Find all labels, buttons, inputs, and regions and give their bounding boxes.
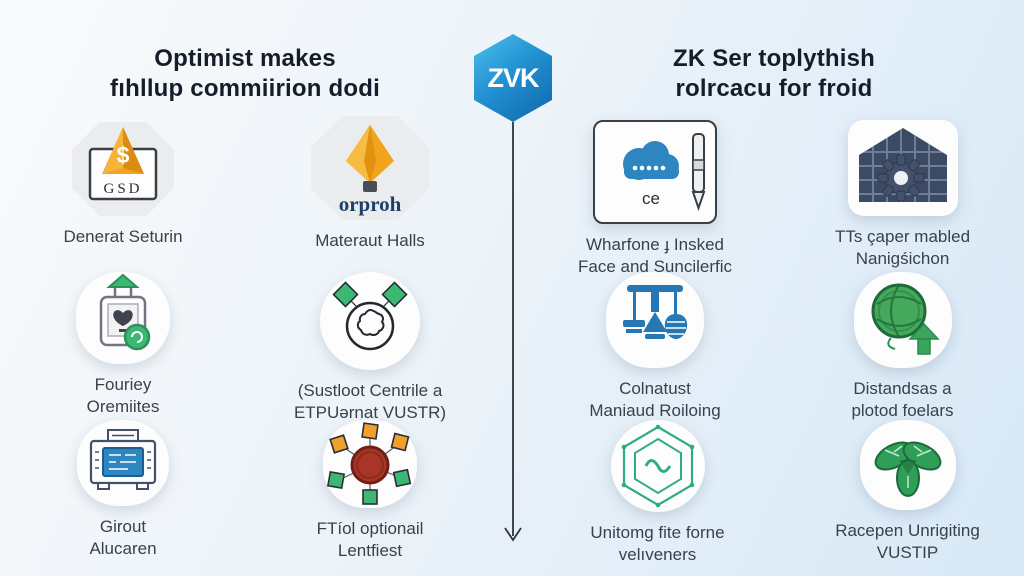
zk-hexagon-badge: ZVK: [474, 34, 552, 122]
feature-label: Racepen Unrigiting VUSTIP: [835, 521, 980, 563]
globe-arrow-icon: [853, 272, 952, 368]
feature-label: Materaut Halls: [315, 231, 425, 250]
feature-label: TTs çaper mabled Nanigśichon: [834, 227, 971, 269]
feature-card-denerat: $ GSD Denerat Seturin: [38, 122, 208, 248]
feature-label: Distandsas a plotod foelars: [851, 379, 954, 421]
house-gear-icon: [847, 120, 958, 216]
feature-label: Colnatust Maniaud Roiloing: [589, 379, 721, 421]
down-arrow-icon: [504, 122, 522, 542]
cloud-password-icon: ce: [593, 120, 717, 224]
feature-card-distandsas: Distandsas a plotod foelars: [815, 272, 990, 422]
left-section-title: Optimist makes fıhllup commiirion dodi: [110, 45, 380, 103]
balance-scale-icon: [606, 272, 704, 368]
feature-card-racepen: Racepen Unrigiting VUSTIP: [815, 420, 1000, 564]
pen-icon: [691, 133, 706, 212]
sealed-package-icon: [76, 272, 170, 364]
svg-text:$: $: [117, 142, 130, 168]
feature-label: Fouriey Oremiites: [86, 375, 160, 417]
feature-card-wharfone: ce Wharfone ɟ Insked Face and Suncilerfi…: [560, 120, 750, 278]
terminal-device-icon: [77, 420, 169, 506]
feature-card-girout: Girout Alucaren: [38, 420, 208, 560]
feature-label: (Sustloot Centrile a ETPUərnat VUSTR): [293, 381, 447, 423]
feature-label: Unitomg fite forne velıveners: [590, 523, 725, 565]
dollar-pyramid-icon: $ GSD: [72, 122, 174, 216]
lightbulb-icon: orproh: [311, 116, 429, 220]
feature-card-unitomg: Unitomg fite forne velıveners: [560, 420, 755, 566]
feature-label: Girout Alucaren: [89, 517, 157, 559]
feature-card-fouriey: Fouriey Oremiites: [38, 272, 208, 418]
feature-label: Wharfone ɟ Insked Face and Suncilerfic: [577, 235, 733, 277]
diamond-blob-icon: [320, 272, 420, 370]
icon-text-ce: ce: [642, 189, 660, 208]
icon-text-gsd: GSD: [103, 181, 142, 197]
radial-nodes-icon: [323, 420, 417, 508]
right-section-title: ZK Ser toplythish rolrcacu for froid: [672, 45, 876, 103]
feature-card-caper: TTs çaper mabled Nanigśichon: [815, 120, 990, 270]
feature-card-ftiol: FTíol optionail Lentfiest: [280, 420, 460, 562]
zk-badge-label: ZVK: [487, 62, 540, 93]
hexagon-wave-icon: [610, 420, 705, 512]
trefoil-gem-icon: [859, 420, 956, 510]
icon-text-orproh: orproh: [339, 192, 402, 216]
feature-label: Denerat Seturin: [63, 227, 183, 246]
divider-arrow: [502, 122, 524, 555]
feature-label: FTíol optionail Lentfiest: [316, 519, 424, 561]
feature-card-sustloot: (Sustloot Centrile a ETPUərnat VUSTR): [270, 272, 470, 424]
feature-card-colnatust: Colnatust Maniaud Roiloing: [560, 272, 750, 422]
feature-card-materaut: orproh Materaut Halls: [280, 116, 460, 252]
